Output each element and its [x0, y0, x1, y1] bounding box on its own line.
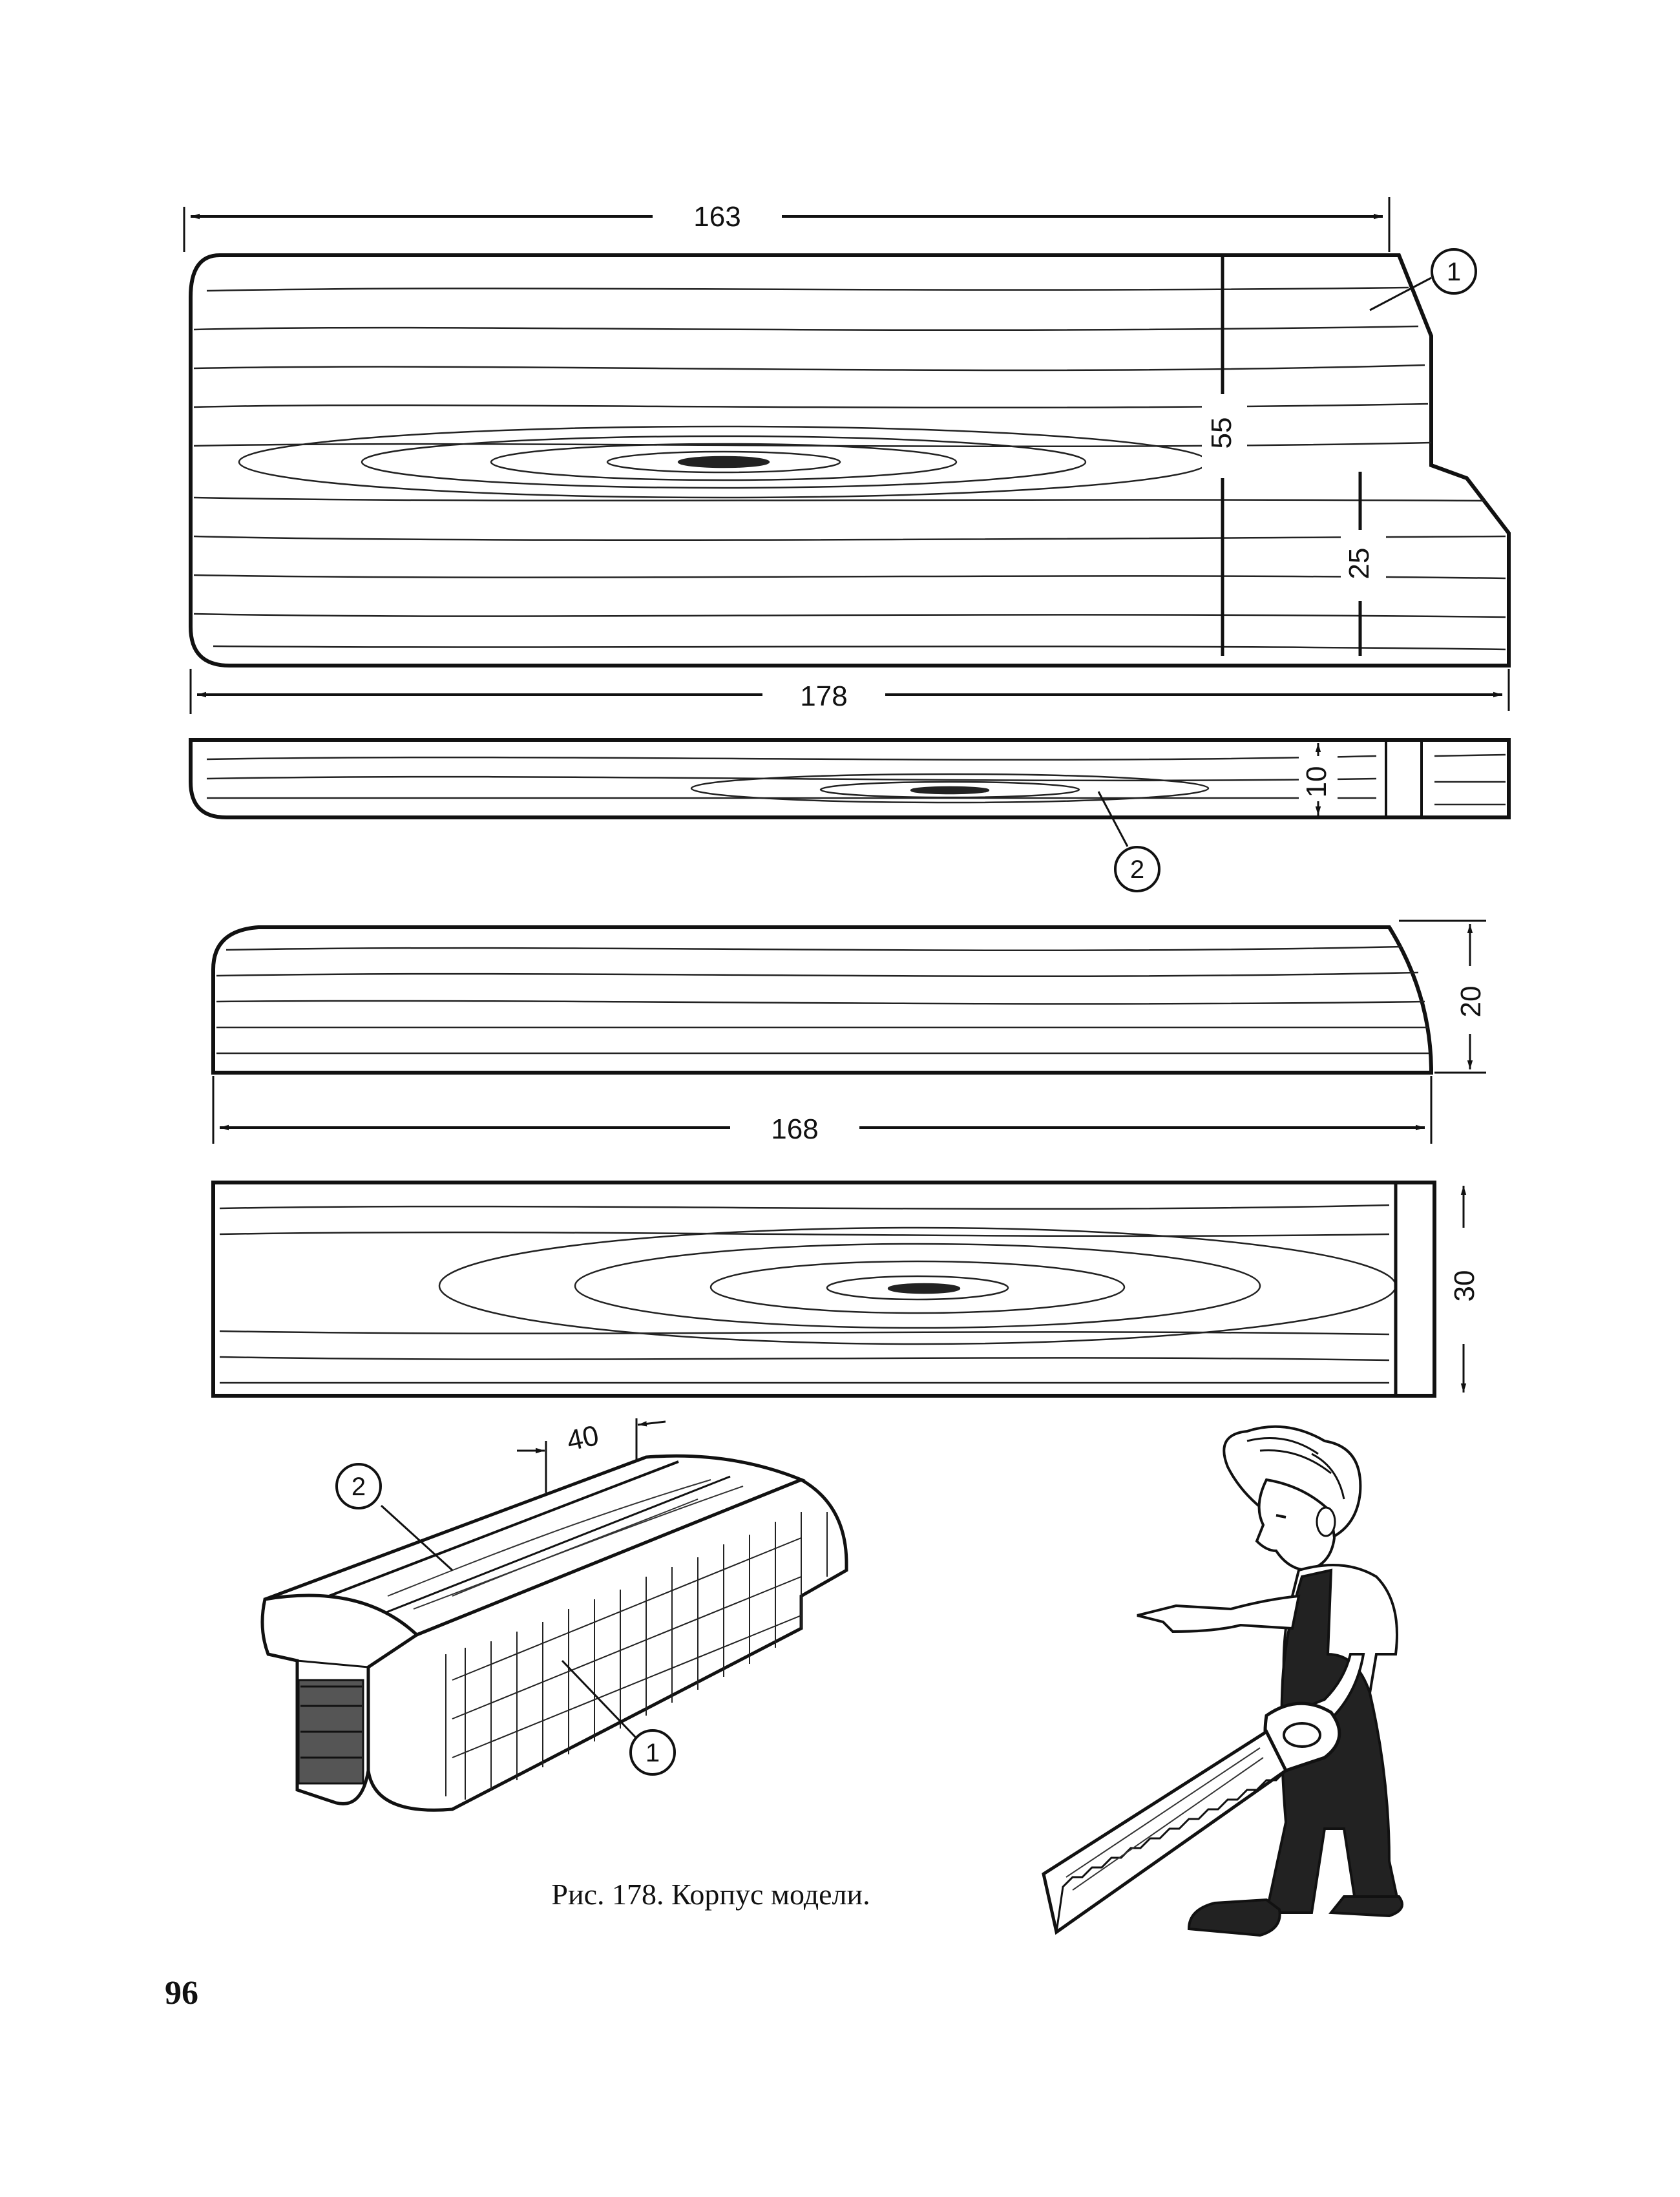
- callout-part-2-strip: 2: [1097, 791, 1160, 892]
- dimension-30-label: 30: [1449, 1270, 1480, 1302]
- figure-caption: Рис. 178. Корпус модели.: [551, 1878, 870, 1911]
- side-piece-detail: [211, 925, 1434, 1075]
- dimension-25-label: 25: [1343, 548, 1375, 580]
- dimension-55: 55: [1202, 394, 1247, 478]
- callout-2-iso-label: 2: [352, 1473, 366, 1501]
- boy-with-saw-illustration: [1042, 1425, 1403, 1937]
- callout-2-label: 2: [1130, 856, 1144, 884]
- dimension-25: 25: [1341, 530, 1386, 601]
- dimension-168-label: 168: [771, 1113, 818, 1145]
- dimension-20-label: 20: [1455, 986, 1487, 1018]
- callout-part-1-iso: 1: [561, 1659, 676, 1776]
- block-detail: [211, 1181, 1436, 1398]
- dimension-55-label: 55: [1206, 417, 1237, 449]
- callout-1-label: 1: [1447, 258, 1461, 286]
- dimension-20: 20: [1399, 920, 1487, 1074]
- dimension-30: 30: [1449, 1186, 1480, 1393]
- page-number: 96: [165, 1975, 198, 2012]
- strip-detail-2: [189, 738, 1511, 819]
- dimension-163-label: 163: [693, 201, 740, 233]
- dimension-168: 168: [212, 1076, 1433, 1145]
- dimension-163: 163: [183, 197, 1391, 252]
- dimension-10: 10: [1299, 743, 1338, 815]
- dimension-10-label: 10: [1301, 766, 1332, 798]
- dimension-178-label: 178: [800, 680, 847, 712]
- board-detail-1: [189, 253, 1511, 668]
- callout-1-iso-label: 1: [646, 1739, 660, 1767]
- dimension-40: 40: [517, 1418, 666, 1493]
- dimension-40-label: 40: [564, 1420, 602, 1457]
- callout-part-1-top: 1: [1369, 248, 1477, 311]
- isometric-assembly: [260, 1454, 848, 1812]
- dimension-178: 178: [189, 669, 1510, 714]
- callout-part-2-iso: 2: [335, 1463, 454, 1572]
